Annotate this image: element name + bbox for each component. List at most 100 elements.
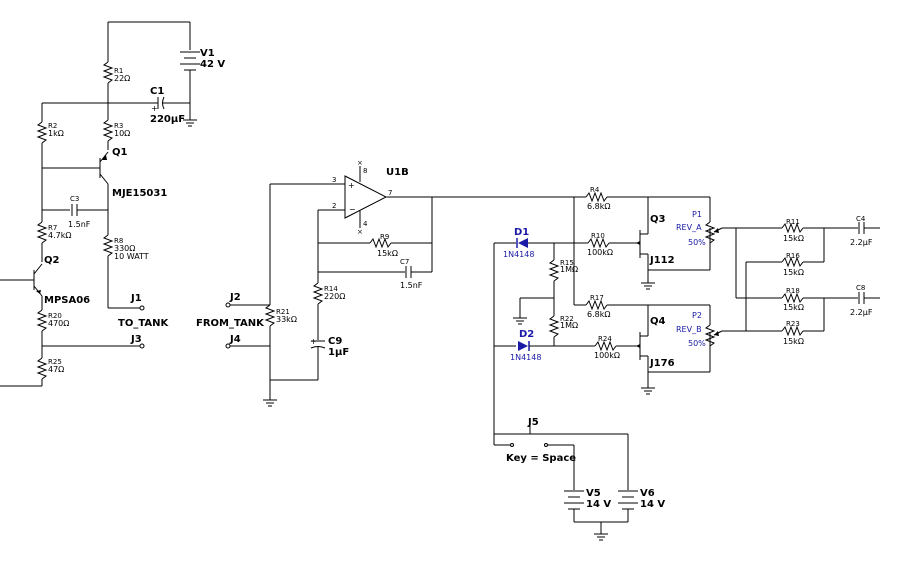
q2-name: Q2 (44, 255, 60, 266)
resistor-r3: R3 10Ω (102, 119, 130, 142)
opamp-pin-plus: 3 (332, 176, 336, 184)
ground-symbol (513, 317, 527, 325)
r24-value: 100kΩ (594, 351, 620, 360)
r23-name: R23 (786, 320, 800, 328)
p2-percent: 50% (688, 339, 706, 348)
power-amp-section: V1 42 V R1 22Ω + C1 220µF (0, 21, 225, 387)
r2-name: R2 (48, 122, 57, 130)
r10-value: 100kΩ (587, 248, 613, 257)
battery-v5: V5 14 V (564, 488, 611, 510)
p2-name: P2 (692, 311, 702, 320)
r16-name: R16 (786, 252, 800, 260)
r7-name: R7 (48, 224, 57, 232)
r15-value: 1MΩ (560, 265, 578, 274)
r23-value: 15kΩ (783, 337, 804, 346)
capacitor-c7: C7 1.5nF (400, 258, 432, 290)
resistor-r2: R2 1kΩ (36, 121, 64, 144)
resistor-r23: R23 15kΩ (781, 320, 804, 346)
svg-text:+: + (151, 104, 158, 113)
j2-label: J2 (229, 292, 241, 303)
r9-value: 15kΩ (377, 249, 398, 258)
opamp-pin-out: 7 (388, 189, 392, 197)
reverb-mixer-section: R4 6.8kΩ Q3 J112 D1 1N4 (493, 186, 880, 541)
j4-label: J4 (229, 334, 241, 345)
resistor-r14: R14 220Ω (312, 282, 345, 305)
q3-name: Q3 (650, 214, 666, 225)
recovery-amp-section: J2 FROM_TANK J4 R21 33kΩ + − (196, 159, 574, 407)
c3-value: 1.5nF (68, 220, 91, 229)
r25-value: 47Ω (48, 365, 64, 374)
transistor-q2: Q2 MPSA06 (0, 255, 90, 306)
ground-symbol (263, 399, 277, 407)
c9-value: 1µF (328, 347, 349, 358)
r8-name: R8 (114, 237, 123, 245)
resistor-r7: R7 4.7kΩ (36, 221, 71, 244)
resistor-r17: R17 6.8kΩ (585, 294, 610, 319)
resistor-r25: R25 47Ω (36, 357, 64, 380)
capacitor-c1: + C1 220µF (150, 86, 190, 125)
resistor-r11: R11 15kΩ (781, 218, 804, 243)
q4-part: J176 (649, 358, 675, 369)
r11-name: R11 (786, 218, 800, 226)
r4-value: 6.8kΩ (587, 202, 610, 211)
capacitor-c4: C4 2.2µF (850, 215, 880, 247)
pot-p1: P1 REV_A 50% (676, 210, 723, 247)
resistor-r18: R18 15kΩ (781, 287, 804, 312)
resistor-r24: R24 100kΩ (594, 335, 620, 360)
resistor-r8: R8 330Ω 10 WATT (102, 234, 149, 261)
r24-name: R24 (598, 335, 612, 343)
r14-name: R14 (324, 285, 338, 293)
key-note: Key = Space (506, 453, 576, 464)
ground-symbol (641, 387, 655, 395)
d1-part: 1N4148 (503, 250, 534, 259)
d2-part: 1N4148 (510, 353, 541, 362)
capacitor-c8: C8 2.2µF (850, 284, 880, 317)
resistor-r21: R21 33kΩ (264, 304, 297, 327)
j3-label: J3 (130, 334, 142, 345)
transistor-q4: Q4 J176 (636, 316, 675, 388)
r16-value: 15kΩ (783, 268, 804, 277)
opamp-pin-top: 8 (363, 167, 367, 175)
q2-part: MPSA06 (44, 295, 90, 306)
resistor-r10: R10 100kΩ (587, 232, 613, 257)
c7-value: 1.5nF (400, 281, 423, 290)
r3-value: 10Ω (114, 129, 130, 138)
resistor-r15: R15 1MΩ (548, 259, 578, 282)
pot-p2: P2 REV_B 50% (676, 311, 723, 348)
q1-part: MJE15031 (112, 188, 167, 199)
c1-value: 220µF (150, 114, 185, 125)
r10-name: R10 (591, 232, 605, 240)
ground-symbol (641, 282, 655, 290)
to-tank-label: TO_TANK (118, 318, 169, 329)
c4-value: 2.2µF (850, 238, 873, 247)
p1-label: REV_A (676, 223, 702, 232)
capacitor-c9: + C9 1µF (310, 336, 349, 380)
c8-name: C8 (856, 284, 865, 292)
svg-text:+: + (310, 337, 317, 346)
svg-text:−: − (349, 205, 356, 214)
c1-name: C1 (150, 86, 164, 97)
r2-value: 1kΩ (48, 129, 64, 138)
r18-value: 15kΩ (783, 303, 804, 312)
r7-value: 4.7kΩ (48, 231, 71, 240)
r15-name: R15 (560, 259, 574, 267)
ground-symbol (183, 119, 197, 127)
capacitor-c3: C3 1.5nF (68, 195, 108, 229)
r8-value: 330Ω (114, 244, 135, 253)
v5-name: V5 (586, 488, 601, 499)
p1-name: P1 (692, 210, 702, 219)
resistor-r16: R16 15kΩ (781, 252, 804, 277)
resistor-r20: R20 470Ω (36, 309, 69, 332)
transistor-q1: Q1 MJE15031 (42, 147, 167, 199)
q1-name: Q1 (112, 147, 128, 158)
ground-symbol (594, 533, 608, 541)
v5-value: 14 V (586, 499, 611, 510)
opamp-u1b: + − × × 8 4 3 2 7 U1B (332, 159, 574, 236)
r20-name: R20 (48, 312, 62, 320)
battery-v6: V6 14 V (618, 488, 665, 510)
r14-value: 220Ω (324, 292, 345, 301)
r4-name: R4 (590, 186, 600, 194)
r1-name: R1 (114, 67, 123, 75)
resistor-r1: R1 22Ω (102, 61, 130, 84)
r21-value: 33kΩ (276, 315, 297, 324)
